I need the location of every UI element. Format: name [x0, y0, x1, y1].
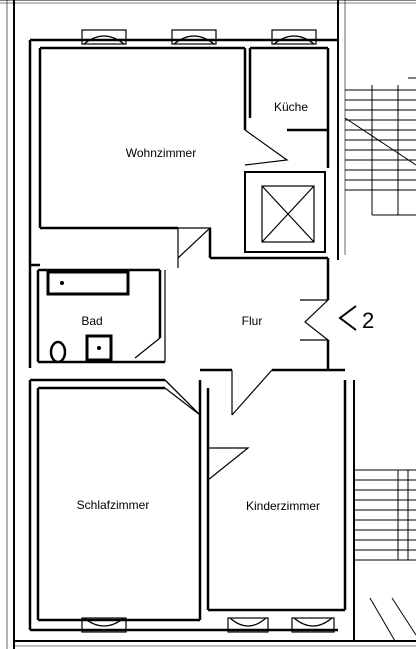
apartment-walls [28, 38, 347, 632]
room-label-wohnzimmer: Wohnzimmer [126, 146, 196, 160]
door-swings [134, 129, 330, 481]
room-label-flur: Flur [242, 314, 263, 328]
staircase-upper [344, 77, 416, 216]
toilet [49, 340, 67, 364]
elevator-shaft [244, 171, 326, 253]
bathtub [46, 270, 130, 296]
entrance-marker-number: 2 [362, 308, 374, 333]
windows-top [81, 29, 317, 45]
room-label-schlafzimmer: Schlafzimmer [77, 498, 150, 512]
room-label-kueche: Küche [274, 100, 308, 114]
room-label-kinderzimmer: Kinderzimmer [246, 499, 320, 513]
entrance-marker: 2 [338, 305, 374, 333]
sink [85, 334, 113, 362]
room-label-bad: Bad [81, 314, 102, 328]
windows-bottom [81, 617, 335, 633]
staircase-lower [354, 469, 416, 642]
